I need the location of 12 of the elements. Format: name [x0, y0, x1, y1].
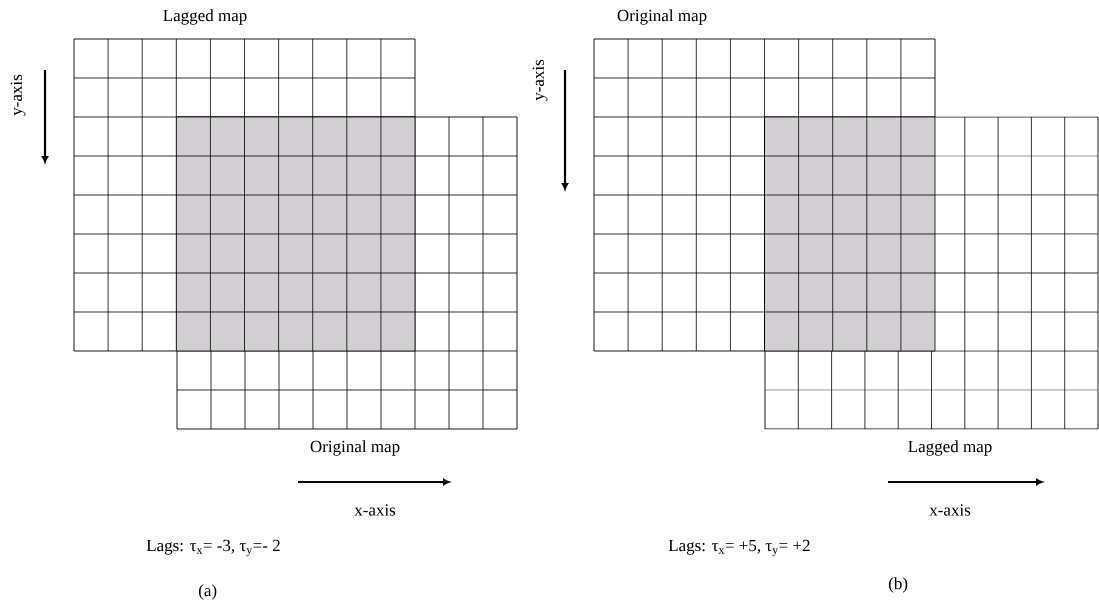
axis-label: y-axis [10, 74, 26, 116]
label: Lags: τ$_{x}$= -3, τ$_{y}$=- 2 [146, 539, 280, 557]
map-title: Original map [310, 440, 400, 456]
label: (a) [198, 584, 217, 600]
label: Lags: τ$_{x}$= +5, τ$_{y}$= +2 [668, 539, 810, 557]
label: (b) [888, 577, 908, 593]
axis-label: y-axis [532, 59, 548, 101]
map-title: Lagged map [163, 9, 247, 25]
axis-label: x-axis [354, 504, 396, 516]
axis-label: x-axis [929, 504, 971, 516]
map-title: Lagged map [908, 440, 992, 456]
map-title: Original map [617, 9, 707, 25]
